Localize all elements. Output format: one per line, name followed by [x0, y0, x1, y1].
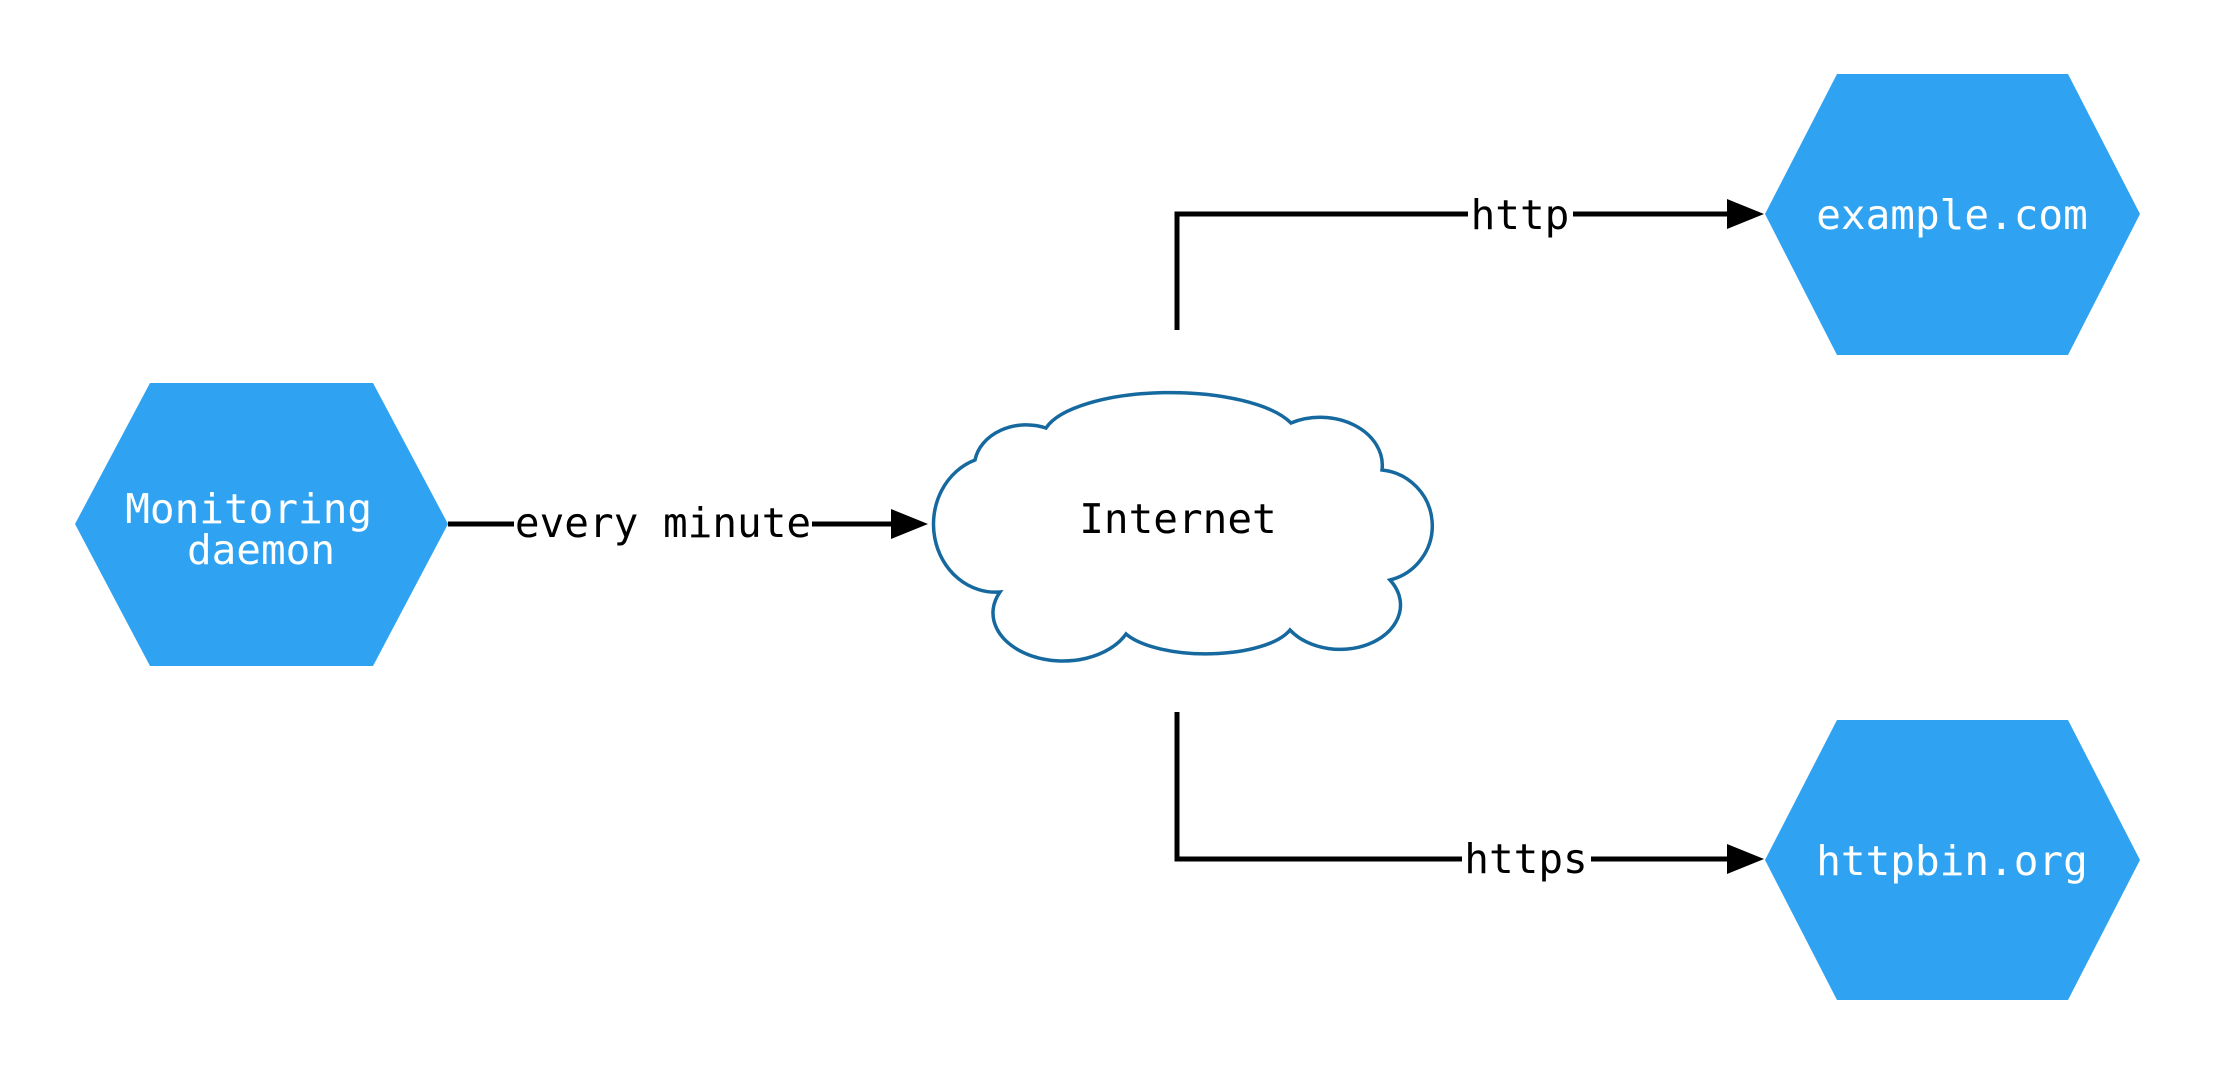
edge-http: http [1174, 191, 1764, 330]
edge-http-arrowhead-icon [1727, 199, 1764, 229]
monitoring-daemon-hexagon-shape [75, 383, 448, 666]
monitoring-daemon-label-line1: Monitoring [125, 485, 372, 533]
edge-https-arrowhead-icon [1727, 844, 1764, 874]
example-com-hexagon-shape [1765, 74, 2140, 355]
monitoring-daemon-label: Monitoring daemon [125, 485, 397, 574]
edge-https-label: https [1464, 835, 1587, 883]
monitoring-daemon-label-line2: daemon [187, 526, 335, 574]
internet-cloud-shape [931, 390, 1434, 663]
node-monitoring-daemon: Monitoring daemon [75, 383, 448, 666]
httpbin-org-hexagon-shape [1765, 720, 2140, 1000]
example-com-label: example.com [1816, 191, 2088, 239]
edge-http-label: http [1471, 191, 1570, 239]
edge-http-elbow-segment [1174, 211, 1468, 330]
edge-every-minute: every minute [448, 499, 928, 547]
edge-every-minute-arrowhead-icon [891, 509, 928, 539]
node-example-com: example.com [1765, 74, 2140, 355]
internet-label: Internet [1079, 495, 1276, 543]
edge-https: https [1174, 712, 1764, 883]
node-httpbin-org: httpbin.org [1765, 720, 2140, 1000]
httpbin-org-label: httpbin.org [1816, 837, 2088, 885]
node-internet: Internet [931, 390, 1434, 663]
edge-every-minute-label: every minute [515, 499, 811, 547]
edge-https-elbow-segment [1174, 712, 1462, 862]
